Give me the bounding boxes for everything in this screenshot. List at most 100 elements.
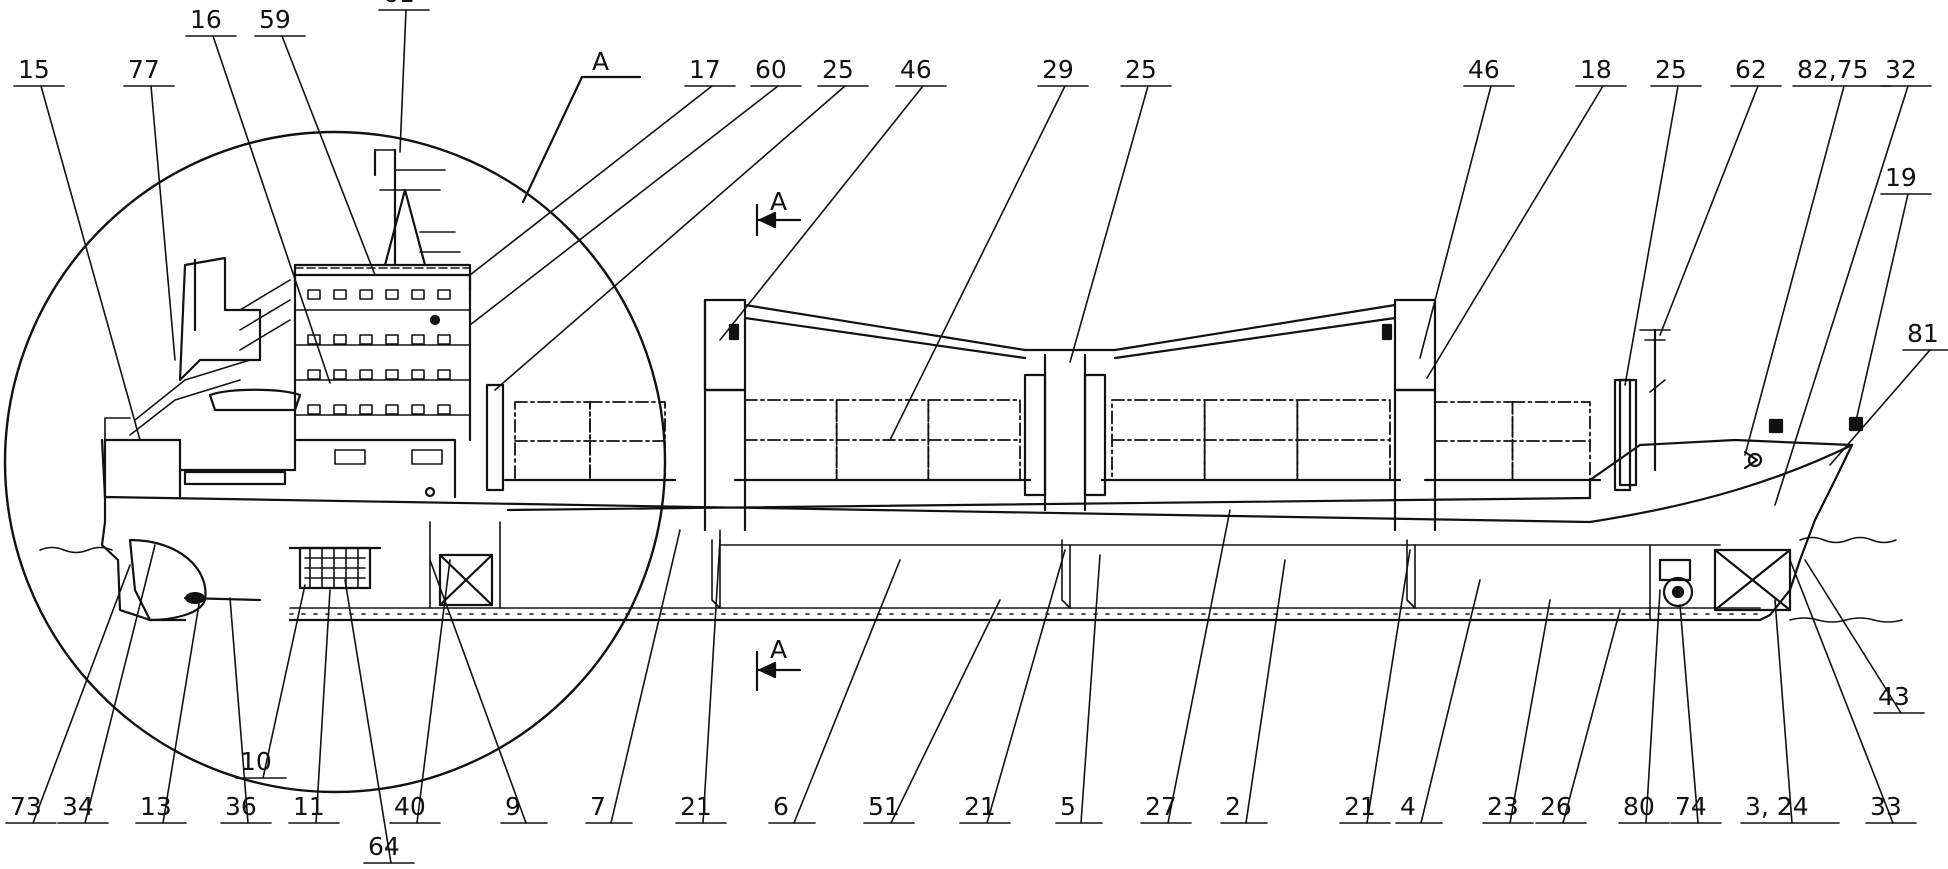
callout-bottom-label: 21 bbox=[964, 792, 996, 821]
callout-top-leader bbox=[1829, 349, 1931, 466]
accommodation-windows bbox=[307, 289, 451, 465]
detail-circle-a-label: A bbox=[592, 47, 609, 76]
callout-top-label: 15 bbox=[18, 55, 50, 84]
callout-bottom-label: 10 bbox=[240, 747, 272, 776]
callout-top-leader bbox=[1774, 85, 1909, 506]
callout-bottom-leader bbox=[702, 539, 721, 824]
section-marker-top-label: A bbox=[770, 187, 787, 216]
callout-bottom-leader bbox=[162, 597, 201, 824]
tank-cross-aft bbox=[438, 553, 494, 607]
callout-bottom-leader bbox=[793, 559, 901, 824]
callout-top-leader bbox=[150, 85, 176, 361]
window bbox=[411, 404, 425, 415]
callout-bottom-label: 73 bbox=[10, 792, 42, 821]
callout-top-leader bbox=[1069, 85, 1149, 363]
window bbox=[307, 369, 321, 380]
callout-top-label: 81 bbox=[1907, 319, 1939, 348]
main-engine bbox=[288, 546, 382, 590]
callout-bottom-leader bbox=[416, 559, 451, 824]
callout-bottom-label: 40 bbox=[394, 792, 426, 821]
window bbox=[437, 404, 451, 415]
section-marker-top bbox=[755, 203, 802, 237]
detail-circle-a bbox=[3, 130, 667, 794]
callout-top-label: 62 bbox=[1735, 55, 1767, 84]
callout-bottom-label: 27 bbox=[1145, 792, 1177, 821]
callout-bottom-label: 64 bbox=[368, 832, 400, 861]
window bbox=[385, 289, 399, 300]
callout-bottom-leader bbox=[262, 584, 306, 779]
callout-bottom-label: 51 bbox=[868, 792, 900, 821]
callout-top-label: 59 bbox=[259, 5, 291, 34]
callout-bottom-label: 9 bbox=[505, 792, 521, 821]
leader-lines bbox=[5, 9, 1948, 864]
callout-top-leader bbox=[1659, 85, 1759, 336]
superstructure bbox=[103, 148, 472, 499]
waterline bbox=[39, 536, 1903, 623]
callout-top-label: 82,75 bbox=[1797, 55, 1869, 84]
callout-bottom-leader bbox=[429, 559, 527, 824]
callout-bottom-leader bbox=[1774, 599, 1793, 824]
callout-top-leader bbox=[494, 85, 846, 391]
detail-circle-a-leader bbox=[521, 75, 642, 204]
callout-bottom-label: 21 bbox=[1344, 792, 1376, 821]
window bbox=[411, 369, 425, 380]
callout-top-label: 25 bbox=[1655, 55, 1687, 84]
callout-bottom-leader bbox=[1509, 599, 1551, 824]
callout-bottom-label: 7 bbox=[590, 792, 606, 821]
lashing-bridge bbox=[485, 383, 505, 492]
window bbox=[333, 289, 347, 300]
callout-top-leader bbox=[1426, 85, 1604, 379]
bulkhead-brackets bbox=[711, 539, 1416, 609]
window bbox=[411, 334, 425, 345]
callout-bottom-leader bbox=[32, 564, 131, 824]
callout-top-leader bbox=[399, 9, 407, 153]
callout-bottom-leader bbox=[1789, 559, 1894, 824]
callout-top-leader bbox=[40, 85, 141, 441]
callout-top-leader bbox=[212, 35, 331, 384]
window bbox=[359, 334, 373, 345]
lashing-bridge bbox=[1618, 378, 1638, 487]
callout-top-label: 46 bbox=[900, 55, 932, 84]
deck-containers bbox=[485, 378, 1638, 492]
window bbox=[333, 334, 347, 345]
callout-bottom-leader bbox=[986, 549, 1066, 824]
callout-bottom-label: 74 bbox=[1675, 792, 1707, 821]
callout-top-label: 25 bbox=[1125, 55, 1157, 84]
callout-bottom-label: 11 bbox=[293, 792, 325, 821]
bow-thruster bbox=[1658, 558, 1694, 608]
callout-bottom-leader bbox=[1804, 559, 1902, 714]
bow-fitting bbox=[1768, 418, 1784, 434]
callout-top-leader bbox=[719, 85, 924, 341]
window bbox=[333, 369, 347, 380]
callout-bottom-label: 34 bbox=[62, 792, 94, 821]
callout-bottom-label: 33 bbox=[1870, 792, 1902, 821]
callout-top-label: 29 bbox=[1042, 55, 1074, 84]
callout-bottom-leader bbox=[1245, 559, 1286, 824]
callout-bottom-label: 36 bbox=[225, 792, 257, 821]
window bbox=[307, 289, 321, 300]
window bbox=[385, 369, 399, 380]
callout-bottom-label: 23 bbox=[1487, 792, 1519, 821]
window bbox=[437, 334, 451, 345]
window bbox=[437, 369, 451, 380]
callout-bottom-label: 13 bbox=[140, 792, 172, 821]
callout-top-label: 16 bbox=[190, 5, 222, 34]
callout-top-label: 17 bbox=[689, 55, 721, 84]
window bbox=[385, 334, 399, 345]
callout-bottom-leader bbox=[1080, 554, 1101, 824]
callout-top-leader bbox=[1854, 193, 1909, 426]
callout-bottom-label: 80 bbox=[1623, 792, 1655, 821]
callout-bottom-leader bbox=[1679, 604, 1699, 824]
callout-top-label: 60 bbox=[755, 55, 787, 84]
callout-bottom-label: 3, 24 bbox=[1745, 792, 1809, 821]
callout-bottom-leader bbox=[315, 589, 331, 824]
window bbox=[334, 449, 366, 465]
section-marker-bottom bbox=[755, 650, 802, 692]
callout-bottom-leader bbox=[610, 529, 681, 824]
window bbox=[411, 449, 443, 465]
callout-top-leader bbox=[469, 85, 713, 276]
window bbox=[307, 404, 321, 415]
window bbox=[411, 289, 425, 300]
